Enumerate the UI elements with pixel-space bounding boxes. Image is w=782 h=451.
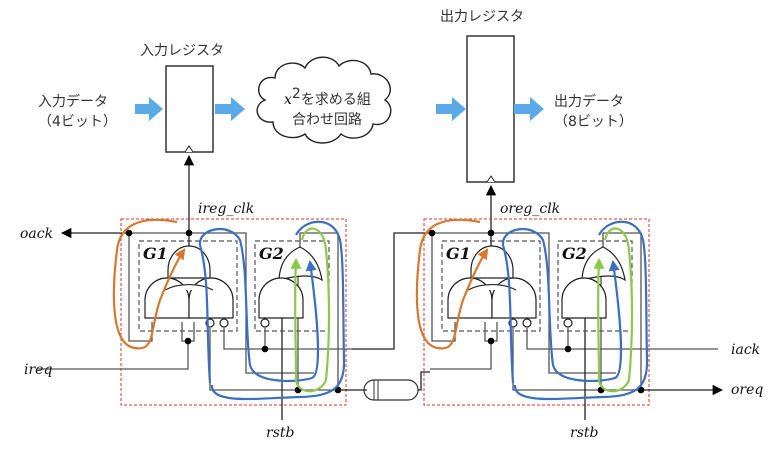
- input-data-label: 入力データ: [38, 93, 108, 110]
- output-data-label: 出力データ: [554, 93, 624, 110]
- left-g2-box: [254, 240, 330, 332]
- junction-dot: [564, 345, 572, 353]
- ireq-label: ireq: [24, 362, 52, 378]
- right-g1-arc: [467, 284, 517, 291]
- clock-edge-icon: [184, 145, 194, 153]
- left-g2-and-gate: [258, 277, 304, 319]
- right-g2-label: G2: [562, 244, 587, 263]
- left-g1-box: [138, 240, 238, 332]
- right-rstb-label: rstb: [570, 425, 599, 441]
- inverter-bubble-icon: [260, 318, 270, 328]
- junction-dot: [487, 229, 495, 237]
- inverter-bubble-icon: [219, 318, 229, 328]
- inverter-bubble-icon: [522, 318, 532, 328]
- left-orange-path: [112, 218, 186, 350]
- ireg-clk-label: ireg_clk: [198, 201, 254, 217]
- output-register-label: 出力レジスタ: [440, 9, 524, 25]
- right-orange-path: [415, 218, 489, 350]
- oreg-clk-label: oreg_clk: [500, 201, 560, 217]
- input-register: [165, 65, 214, 153]
- combinational-circuit-cloud: [256, 56, 392, 144]
- input-register-label: 入力レジスタ: [140, 43, 224, 59]
- junction-dot: [487, 337, 495, 345]
- junction-dot: [125, 229, 133, 237]
- right-controller: iack oreq rstb G1 G2: [415, 218, 763, 441]
- register-to-logic-arrow: [215, 97, 245, 121]
- junction-dot: [428, 229, 436, 237]
- right-req-wire: [430, 341, 492, 370]
- output-data-arrow: [514, 97, 544, 121]
- left-g1-arc: [164, 284, 214, 291]
- oack-label: oack: [20, 226, 53, 242]
- left-blue-path-inner: [198, 227, 320, 384]
- left-controller: oack ireq rstb G1 G2: [20, 218, 352, 441]
- right-g1-label: G1: [446, 244, 471, 263]
- left-g1-label: G1: [143, 244, 168, 263]
- left-rstb-label: rstb: [266, 425, 295, 441]
- iack-wire: [526, 328, 718, 350]
- cloud-label-line1: x2を求める組: [284, 86, 371, 108]
- junction-dot: [185, 229, 193, 237]
- iack-label: iack: [731, 342, 760, 358]
- clock-edge-icon: [486, 175, 496, 183]
- oreq-label: oreq: [731, 382, 763, 398]
- left-ireq-wire: [38, 341, 189, 370]
- input-bits-label: （4ビット）: [38, 114, 117, 130]
- right-g1-and-gate-b: [491, 277, 537, 319]
- right-green-path: [597, 227, 634, 393]
- right-g2-or-gate: [581, 246, 626, 282]
- right-blue-path-inner: [501, 227, 623, 384]
- left-to-right-ack-wire: [352, 232, 432, 350]
- input-data-arrow: [135, 97, 163, 121]
- left-g1-and-gate-b: [188, 277, 234, 319]
- left-blue-path-outer: [210, 220, 346, 401]
- right-blue-path-outer: [513, 220, 649, 401]
- left-controller-boundary: [120, 218, 347, 406]
- inverter-bubble-icon: [563, 318, 573, 328]
- output-bits-label: （8ビット）: [554, 114, 633, 130]
- junction-dot: [261, 345, 269, 353]
- output-register: [466, 35, 515, 183]
- logic-to-register-arrow: [436, 97, 466, 121]
- left-green-path: [294, 227, 331, 393]
- junction-dot: [184, 337, 192, 345]
- cloud-label-line2: 合わせ回路: [292, 112, 362, 128]
- right-g2-box: [557, 240, 633, 332]
- delay-element: [363, 379, 419, 401]
- left-iack-wire: [223, 328, 352, 350]
- right-controller-boundary: [423, 218, 650, 406]
- left-g2-label: G2: [259, 244, 284, 263]
- right-g2-and-gate: [561, 277, 607, 319]
- left-g2-or-gate: [278, 246, 323, 282]
